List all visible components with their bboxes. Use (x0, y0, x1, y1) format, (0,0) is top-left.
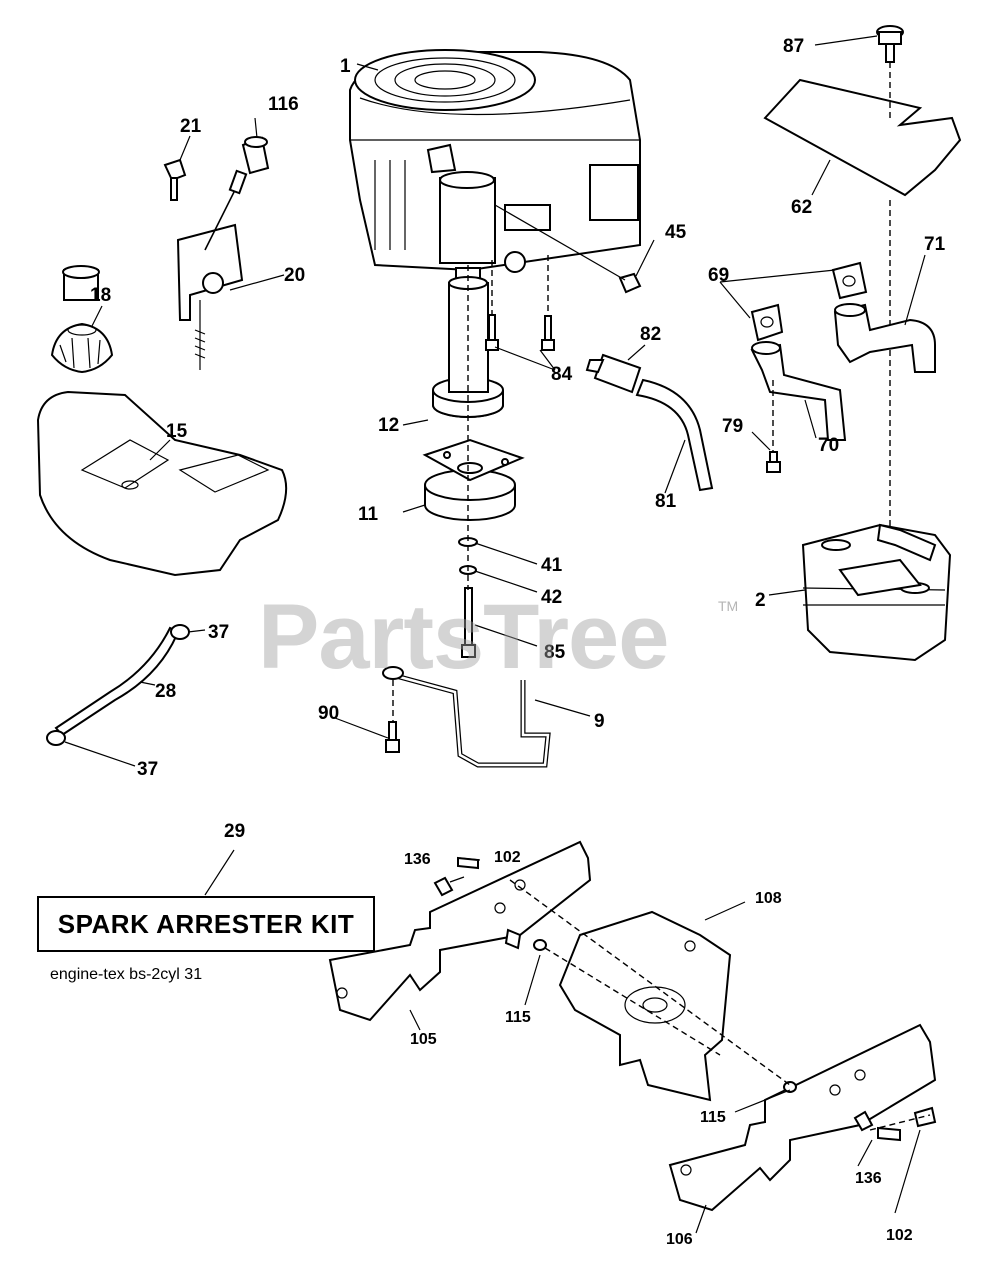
engine-mount[interactable] (558, 910, 732, 1102)
bracket-left[interactable] (328, 840, 592, 1022)
callout-21: 21 (180, 116, 202, 137)
bolt-lower[interactable] (853, 1106, 937, 1142)
fuel-line[interactable] (54, 626, 180, 737)
spacer-upper[interactable] (504, 928, 547, 951)
callout-108: 108 (755, 890, 782, 907)
callout-116: 116 (268, 94, 299, 115)
callout-18: 18 (90, 285, 111, 306)
callout-79: 79 (722, 416, 743, 437)
callout-70: 70 (818, 435, 839, 456)
callout-87: 87 (783, 36, 804, 57)
callout-136-lower: 136 (855, 1170, 882, 1187)
bracket-right[interactable] (668, 1023, 937, 1212)
exhaust-pipe-right[interactable] (833, 303, 936, 373)
muffler[interactable] (801, 523, 952, 662)
callout-62: 62 (791, 197, 812, 218)
callout-90: 90 (318, 703, 339, 724)
watermark: PartsTree (258, 586, 669, 688)
callout-9: 9 (594, 711, 605, 732)
callout-115-lower: 115 (700, 1109, 726, 1126)
hose-clamp-lower[interactable] (46, 730, 66, 746)
heat-shield[interactable] (763, 78, 962, 197)
exhaust-bolt[interactable] (766, 451, 781, 473)
hose-clamp-upper[interactable] (170, 624, 190, 640)
callout-37-upper: 37 (208, 622, 229, 643)
callout-37-lower: 37 (137, 759, 158, 780)
callout-102-lower: 102 (886, 1227, 913, 1244)
exhaust-pipe-left[interactable] (750, 341, 847, 441)
callout-81: 81 (655, 491, 677, 512)
nut[interactable] (618, 272, 642, 294)
exhaust-gaskets[interactable] (750, 261, 868, 342)
bolt-upper[interactable] (433, 856, 479, 897)
spacer-lower[interactable] (783, 1081, 797, 1093)
callout-12: 12 (378, 415, 399, 436)
callout-136-upper: 136 (404, 851, 431, 868)
spark-arrester-kit-box[interactable]: SPARK ARRESTER KIT (37, 896, 375, 952)
fuel-hose[interactable] (635, 378, 714, 492)
callout-105: 105 (410, 1031, 437, 1048)
callout-28: 28 (155, 681, 176, 702)
callout-85: 85 (544, 642, 566, 663)
callout-82: 82 (640, 324, 661, 345)
rod[interactable] (382, 666, 551, 768)
engine[interactable] (349, 49, 641, 273)
callout-45: 45 (665, 222, 687, 243)
fuel-tank[interactable] (36, 265, 288, 577)
callout-106: 106 (666, 1231, 693, 1248)
callout-71: 71 (924, 234, 946, 255)
fuel-filter[interactable] (585, 353, 642, 394)
callout-42: 42 (541, 587, 562, 608)
callout-11: 11 (358, 504, 379, 525)
diagram-footnote: engine-tex bs-2cyl 31 (50, 966, 203, 983)
throttle-control[interactable] (163, 136, 270, 370)
callout-41: 41 (541, 555, 563, 576)
callout-1: 1 (340, 56, 351, 77)
callout-20: 20 (284, 265, 305, 286)
engine-bolts[interactable] (485, 314, 555, 351)
trademark-mark: TM (718, 598, 739, 614)
pto-clutch[interactable] (422, 438, 525, 521)
callout-69: 69 (708, 265, 729, 286)
rod-bolt[interactable] (385, 721, 400, 753)
callout-84: 84 (551, 364, 573, 385)
fuel-cap[interactable] (50, 322, 114, 374)
center-bolt[interactable] (461, 587, 476, 658)
callout-115-upper: 115 (505, 1009, 531, 1026)
callout-15: 15 (166, 421, 188, 442)
shield-bolt[interactable] (876, 25, 904, 63)
callout-2: 2 (755, 590, 766, 611)
callout-29: 29 (224, 821, 245, 842)
callout-102-upper: 102 (494, 849, 521, 866)
